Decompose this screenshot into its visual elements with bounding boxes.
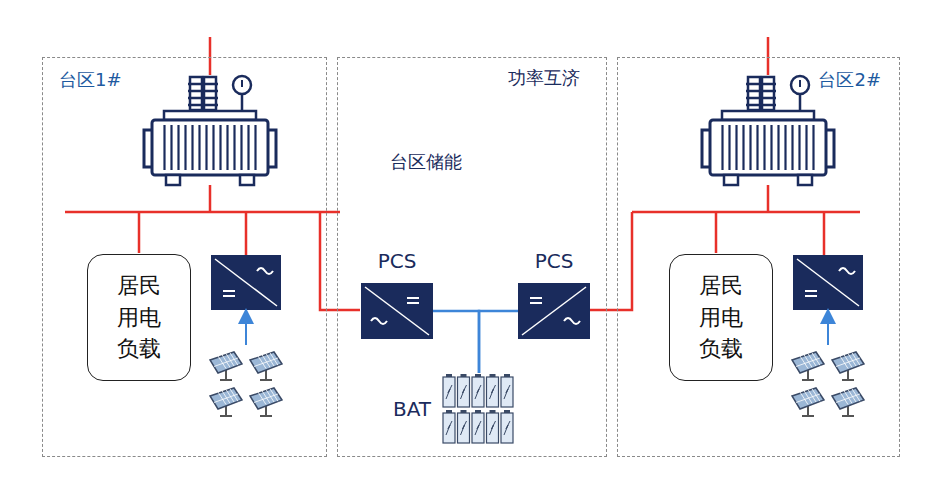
load-box: 居民用电负载 [87,254,191,381]
battery-cell [472,413,484,443]
battery-label: BAT [393,397,431,421]
battery-cell [458,377,470,407]
diagram-artwork [144,76,276,185]
battery-cell [443,377,455,407]
power-sharing-label: 功率互济 [508,66,580,90]
pv-arrow [827,316,829,345]
pcs-symbol [518,283,590,339]
storage-title: 台区储能 [390,150,462,174]
area-region: 台区1# 居民用电负载 [42,57,327,457]
load-box: 居民用电负载 [669,254,773,381]
battery-mark [504,385,510,399]
battery-mark [475,421,481,435]
dc-link [433,311,479,373]
diagram-artwork [832,352,864,380]
battery-mark [490,421,496,435]
battery-mark [446,421,452,435]
pcs-box: PCS [518,283,590,339]
pcs-box: PCS [361,283,433,339]
battery-mark [461,421,467,435]
ac-symbol [564,318,580,324]
area-title: 台区1# [59,68,122,92]
diagram-artwork [792,388,824,416]
area-region: 台区2# 居民用电负载 [617,57,900,457]
dc-link [479,311,518,373]
load-label: 居民用电负载 [698,270,744,366]
battery-cell [443,413,455,443]
pv-arrow [245,316,247,345]
diagram-artwork [832,388,864,416]
diagram-artwork [702,76,834,185]
battery-cell [501,377,513,407]
pcs-diagonal [522,287,586,335]
diagram-artwork [210,388,242,416]
diagram-artwork [210,352,242,380]
battery-cell [487,377,499,407]
battery-cell [472,377,484,407]
battery-icon [441,373,517,447]
diagram-artwork [793,255,863,310]
battery-mark [504,421,510,435]
battery-mark [490,385,496,399]
dc-symbol [407,298,419,303]
battery-cell [501,413,513,443]
diagram-artwork [792,352,824,380]
storage-region: 功率互济台区储能PCSPCSBAT [337,57,607,457]
battery-cell [487,413,499,443]
battery-bank: BAT [441,373,517,447]
ac-symbol [371,318,387,324]
pcs-label: PCS [535,249,574,273]
area-title: 台区2# [818,68,881,92]
diagram-artwork [250,388,282,416]
diagram-artwork [211,255,281,310]
pcs-label: PCS [378,249,417,273]
battery-mark [475,385,481,399]
battery-cell [458,413,470,443]
pcs-symbol [361,283,433,339]
dc-symbol [530,298,542,303]
pcs-diagonal [365,287,429,335]
battery-mark [446,385,452,399]
load-label: 居民用电负载 [116,270,162,366]
battery-mark [461,385,467,399]
diagram-artwork [250,352,282,380]
